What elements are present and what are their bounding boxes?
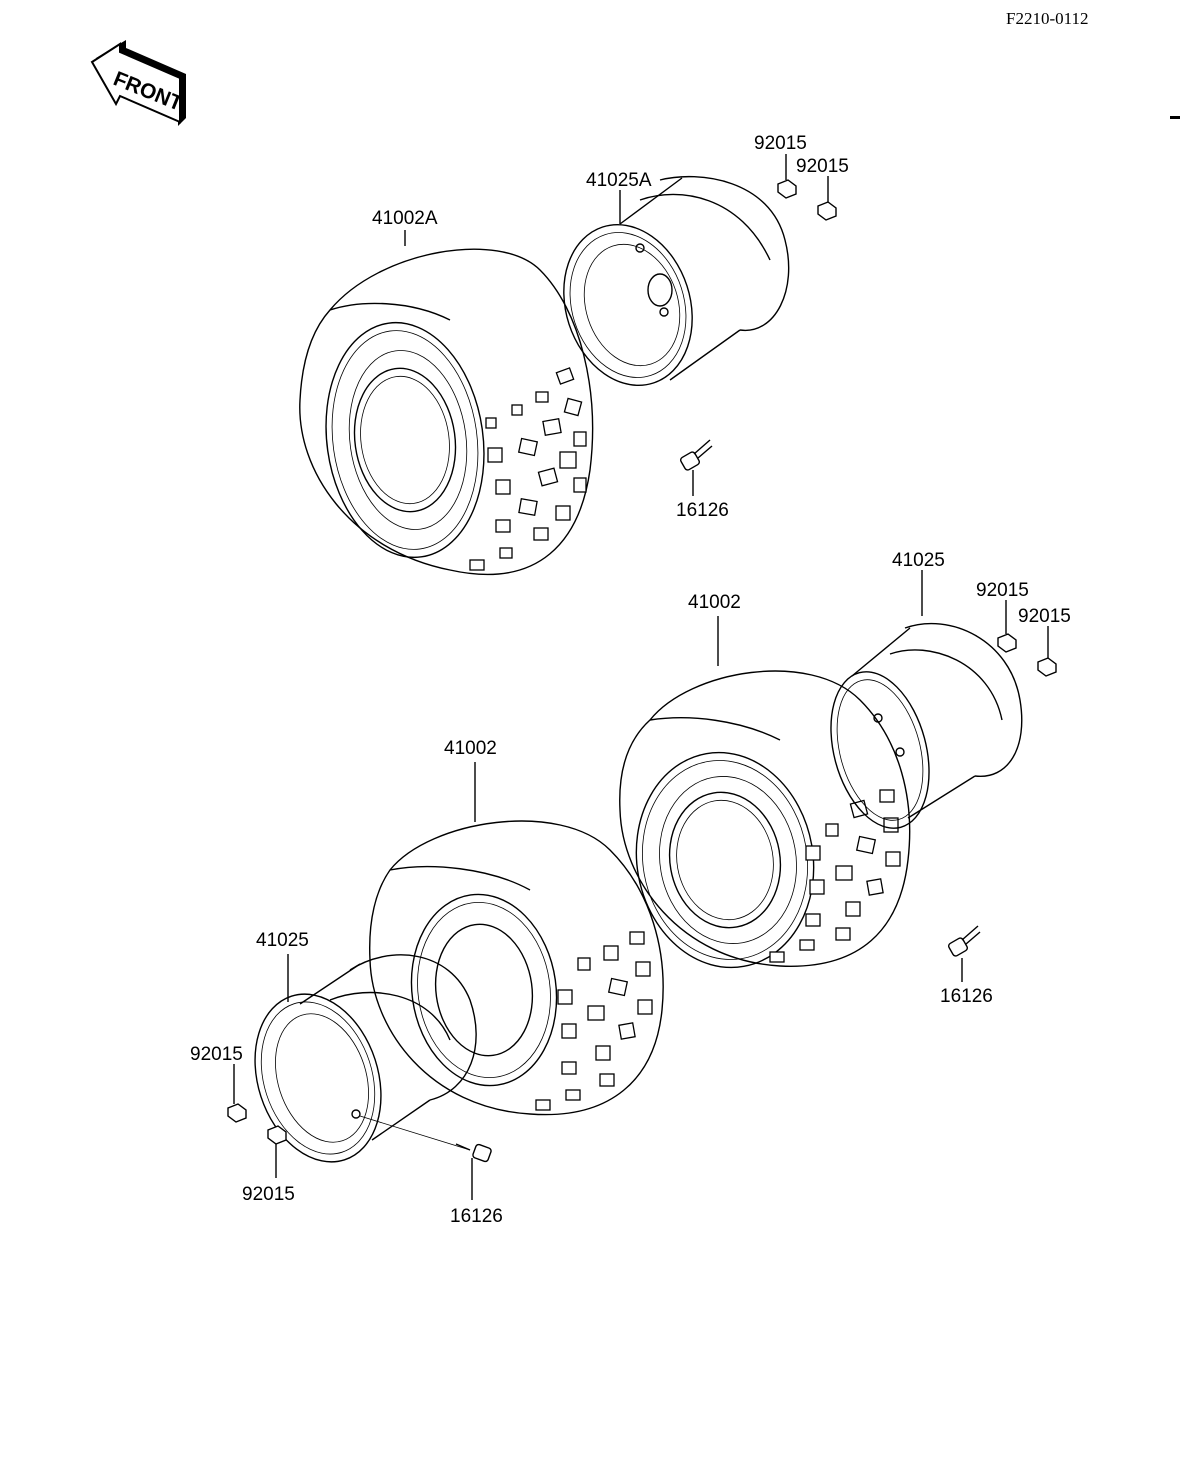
- label-41025a: 41025A: [586, 170, 652, 191]
- label-92015-front-a: 92015: [754, 133, 807, 154]
- label-41002-rear-left: 41002: [444, 738, 497, 759]
- nut-icon: [777, 179, 797, 199]
- nut-icon: [227, 1103, 247, 1123]
- tire-41002a: [299, 248, 594, 576]
- wheel-41025a: [563, 175, 790, 387]
- label-41002a: 41002A: [372, 208, 438, 229]
- nut-icon: [267, 1125, 287, 1145]
- label-92015-rear-right-a: 92015: [976, 580, 1029, 601]
- tire-41002-rear-right: [619, 670, 911, 969]
- wheel-41025-rear-right: [830, 622, 1023, 829]
- label-41002-rear-right: 41002: [688, 592, 741, 613]
- valve-icon: [947, 925, 981, 957]
- label-92015-rear-left-a: 92015: [190, 1044, 243, 1065]
- label-16126-rear-left: 16126: [450, 1206, 503, 1227]
- label-16126-front: 16126: [676, 500, 729, 521]
- wheel-41025-rear-left: [254, 954, 477, 1163]
- label-41025-rear-right: 41025: [892, 550, 945, 571]
- nut-icon: [817, 201, 837, 221]
- nut-icon: [997, 633, 1017, 653]
- valve-icon: [679, 439, 713, 471]
- label-16126-rear-right: 16126: [940, 986, 993, 1007]
- label-92015-rear-right-b: 92015: [1018, 606, 1071, 627]
- label-92015-front-b: 92015: [796, 156, 849, 177]
- tire-41002-rear-left: [368, 820, 664, 1116]
- valve-icon: [455, 1143, 492, 1163]
- nut-icon: [1037, 657, 1057, 677]
- drawing-code: F2210-0112: [1006, 9, 1089, 28]
- label-41025-rear-left: 41025: [256, 930, 309, 951]
- label-92015-rear-left-b: 92015: [242, 1184, 295, 1205]
- edge-mark: [1170, 116, 1180, 119]
- front-arrow-icon: FRONT: [90, 40, 186, 126]
